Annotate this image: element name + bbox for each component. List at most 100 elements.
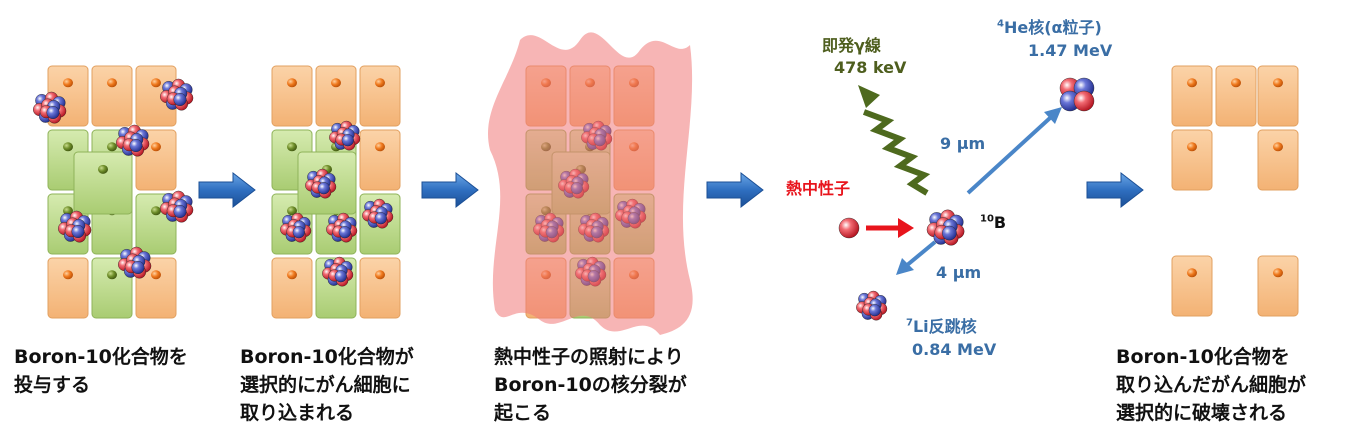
caption-step3: 熱中性子の照射により Boron-10の核分裂が 起こる bbox=[494, 346, 687, 424]
neutron-beam-overlay bbox=[487, 32, 693, 335]
normal-cell bbox=[359, 257, 401, 319]
cell-nucleus bbox=[1273, 268, 1283, 278]
cell-nucleus bbox=[107, 270, 117, 280]
neutron-name: 熱中性子 bbox=[786, 179, 851, 198]
normal-cell bbox=[315, 65, 357, 127]
cancer-cell bbox=[91, 257, 133, 319]
step-arrow-3 bbox=[706, 171, 764, 209]
cell-nucleus bbox=[63, 142, 73, 152]
cancer-cell-overlay bbox=[73, 151, 133, 215]
neutron-sphere bbox=[838, 217, 860, 239]
gamma-name: 即発γ線 bbox=[822, 36, 881, 55]
step-arrow-4 bbox=[1086, 171, 1144, 209]
boron-compound-icon bbox=[280, 212, 312, 243]
cell-body bbox=[73, 151, 133, 215]
boron-symbol: B bbox=[993, 213, 1007, 232]
cell-body bbox=[1257, 255, 1299, 317]
normal-cell bbox=[47, 257, 89, 319]
cell-body bbox=[1171, 255, 1213, 317]
neutron-label: 熱中性子 bbox=[786, 175, 850, 199]
neutron-sphere bbox=[341, 134, 354, 147]
step-arrows bbox=[198, 171, 1144, 209]
cell-body bbox=[91, 65, 133, 127]
cell-nucleus bbox=[63, 270, 73, 280]
helium-label: 4He核(α粒子) bbox=[997, 14, 1102, 38]
cell-nucleus bbox=[1231, 78, 1241, 88]
helium-range-label: 9 μm bbox=[940, 134, 985, 153]
cell-nucleus bbox=[98, 164, 108, 174]
neutron-sphere bbox=[71, 224, 85, 238]
gamma-ray-label: 即発γ線 bbox=[822, 32, 881, 56]
neutron-sphere bbox=[173, 204, 187, 218]
boron-compound-icon bbox=[326, 212, 358, 243]
cell-nucleus bbox=[331, 78, 341, 88]
neutron-sphere bbox=[131, 261, 145, 275]
proton-sphere bbox=[1073, 90, 1095, 112]
boron-compound-icon bbox=[322, 256, 354, 287]
helium-mass: 4 bbox=[997, 18, 1004, 30]
cell-body bbox=[1257, 65, 1299, 127]
gamma-energy-label: 478 keV bbox=[834, 58, 906, 77]
panel-administration bbox=[33, 65, 194, 319]
boron-compound-icon bbox=[329, 120, 361, 151]
surviving-normal-cell bbox=[1257, 255, 1299, 317]
cell-nucleus bbox=[375, 142, 385, 152]
cell-nucleus bbox=[63, 206, 73, 216]
surviving-normal-cell bbox=[1171, 129, 1213, 191]
cell-nucleus bbox=[287, 142, 297, 152]
neutron-sphere bbox=[317, 182, 330, 195]
lithium-range-label: 4 μm bbox=[936, 263, 981, 282]
cell-body bbox=[1171, 65, 1213, 127]
cell-nucleus bbox=[151, 142, 161, 152]
neutron-sphere bbox=[338, 226, 351, 239]
neutron-sphere bbox=[173, 92, 187, 106]
caption-step2: Boron-10化合物が 選択的にがん細胞に 取り込まれる bbox=[240, 346, 414, 424]
cell-body bbox=[135, 257, 177, 319]
lithium-track bbox=[904, 240, 937, 268]
normal-cell bbox=[271, 257, 313, 319]
gamma-energy: 478 keV bbox=[834, 58, 907, 77]
neutron-sphere bbox=[942, 225, 957, 241]
lithium-energy: 0.84 MeV bbox=[912, 340, 997, 359]
cell-body bbox=[359, 257, 401, 319]
neutron-sphere bbox=[129, 138, 143, 152]
normal-cell bbox=[91, 65, 133, 127]
lithium-name: Li反跳核 bbox=[912, 317, 977, 336]
surviving-normal-cell bbox=[1171, 65, 1213, 127]
boron-compound-icon bbox=[117, 246, 152, 279]
normal-cell bbox=[135, 65, 177, 127]
step-arrow-2 bbox=[421, 171, 479, 209]
boron-compound-icon bbox=[115, 124, 150, 157]
cell-body bbox=[315, 65, 357, 127]
cell-nucleus bbox=[151, 270, 161, 280]
lithium-range: 4 μm bbox=[936, 263, 982, 282]
lithium-mass: 7 bbox=[906, 317, 913, 329]
caption-step1: Boron-10化合物を 投与する bbox=[14, 346, 188, 396]
cell-nucleus bbox=[287, 270, 297, 280]
panel-reaction bbox=[838, 77, 1095, 321]
boron-compound-icon bbox=[159, 78, 194, 111]
normal-cell bbox=[271, 65, 313, 127]
cell-body bbox=[359, 129, 401, 191]
helium-name: He核(α粒子) bbox=[1003, 18, 1102, 37]
cell-nucleus bbox=[1273, 78, 1283, 88]
boron-mass: 10 bbox=[980, 213, 994, 225]
cell-body bbox=[1257, 129, 1299, 191]
cell-nucleus bbox=[1273, 142, 1283, 152]
caption-step5: Boron-10化合物を 取り込んだがん細胞が 選択的に破壊される bbox=[1116, 346, 1307, 424]
cell-body bbox=[1215, 65, 1257, 127]
cell-nucleus bbox=[107, 78, 117, 88]
normal-cell bbox=[135, 257, 177, 319]
cell-body bbox=[359, 65, 401, 127]
cell-nucleus bbox=[375, 78, 385, 88]
surviving-normal-cell bbox=[1257, 65, 1299, 127]
neutron-sphere bbox=[292, 226, 305, 239]
gamma-ray-wave bbox=[862, 109, 931, 196]
neutron-sphere bbox=[868, 304, 881, 317]
helium-energy: 1.47 MeV bbox=[1028, 41, 1113, 60]
helium-track bbox=[966, 116, 1052, 195]
neutron-sphere bbox=[334, 270, 347, 283]
lithium-energy-label: 0.84 MeV bbox=[912, 340, 996, 359]
panel-irradiation bbox=[487, 32, 693, 335]
